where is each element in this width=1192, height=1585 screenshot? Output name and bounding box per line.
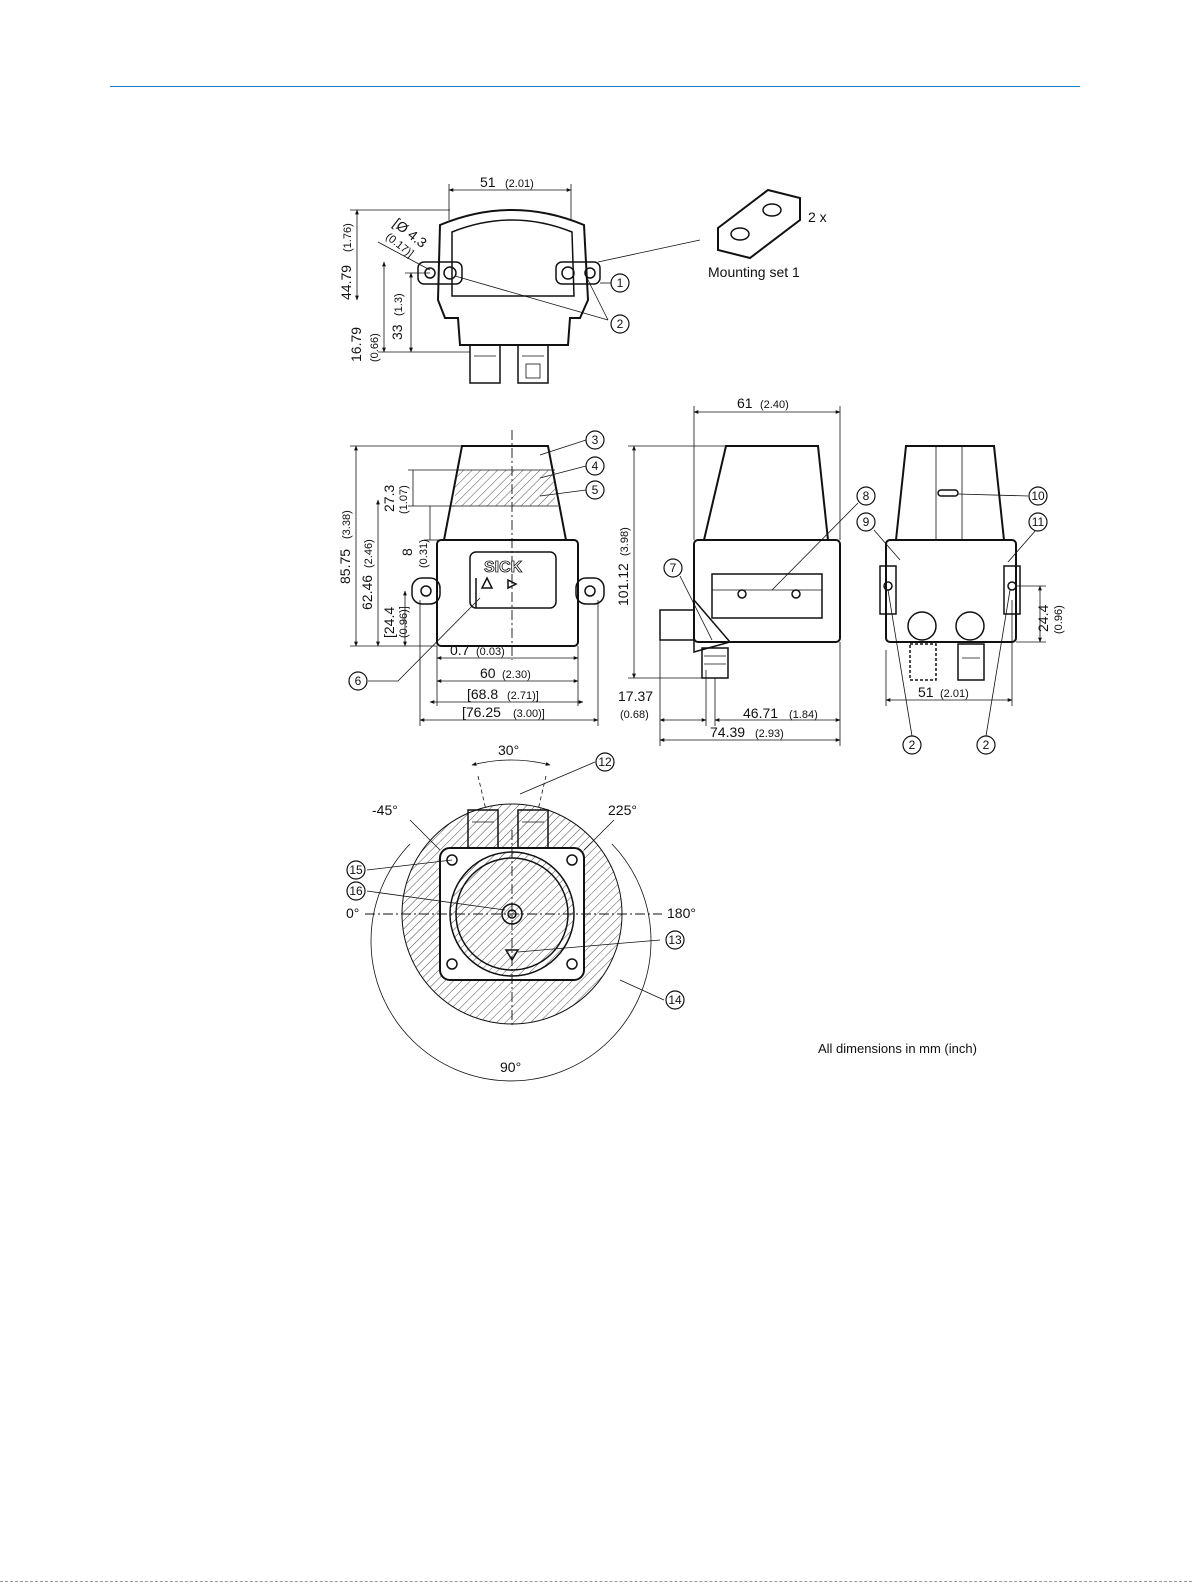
- svg-text:13: 13: [668, 933, 682, 947]
- callout-4: 4: [585, 456, 605, 476]
- callout-15: 15: [346, 860, 366, 880]
- callout-3: 3: [585, 430, 605, 450]
- svg-text:6: 6: [355, 674, 362, 688]
- callout-9: 9: [856, 512, 876, 532]
- angle-0: 0°: [346, 905, 359, 921]
- dim-front-7625: [76.25: [462, 704, 501, 720]
- svg-text:9: 9: [863, 515, 870, 529]
- svg-text:3: 3: [592, 433, 599, 447]
- angle-225: 225°: [608, 802, 637, 818]
- dim-side-1737: 17.37: [618, 688, 653, 704]
- angle-30: 30°: [498, 742, 519, 758]
- bottom-view: [365, 759, 665, 1082]
- dim-side-4671: 46.71: [743, 705, 778, 721]
- header-rule: [110, 86, 1080, 87]
- dim-top-mid: 33: [389, 324, 405, 340]
- dim-front-h2-in: (2.46): [363, 539, 375, 568]
- dim-side-7439: 74.39: [710, 724, 745, 740]
- dim-top-bottom-in: (0.66): [369, 333, 381, 362]
- callout-14: 14: [665, 990, 685, 1010]
- mounting-set-qty: 2 x: [808, 209, 827, 225]
- units-note: All dimensions in mm (inch): [818, 1041, 977, 1056]
- svg-text:5: 5: [592, 483, 599, 497]
- dim-rear-51-in: (2.01): [940, 688, 969, 700]
- dim-front-60: 60: [480, 665, 496, 681]
- dim-front-07-in: (0.03): [476, 646, 505, 658]
- side-view: [628, 406, 859, 746]
- dim-rear-51: 51: [918, 684, 934, 700]
- dim-front-h2: 62.46: [359, 575, 375, 610]
- dim-front-total-height: 85.75: [337, 549, 353, 584]
- dim-front-total-height-in: (3.38): [341, 510, 353, 539]
- angle-180: 180°: [667, 905, 696, 921]
- svg-text:15: 15: [349, 863, 363, 877]
- svg-text:2: 2: [983, 738, 990, 752]
- callout-10: 10: [1028, 486, 1048, 506]
- dim-front-688-in: (2.71)]: [507, 690, 539, 702]
- callout-13: 13: [665, 930, 685, 950]
- callout-7: 7: [663, 558, 683, 578]
- dim-side-61: 61: [737, 395, 753, 411]
- dim-front-8: 8: [399, 548, 415, 556]
- svg-text:1: 1: [617, 276, 624, 290]
- svg-text:7: 7: [670, 561, 677, 575]
- dim-side-7439-in: (2.93): [755, 728, 784, 740]
- dim-side-101: 101.12: [615, 563, 631, 606]
- callout-16: 16: [346, 881, 366, 901]
- callout-1: 1: [610, 273, 630, 293]
- dim-side-4671-in: (1.84): [789, 709, 818, 721]
- callout-5: 5: [585, 480, 605, 500]
- callout-6: 6: [348, 671, 368, 691]
- callout-12: 12: [595, 752, 615, 772]
- dim-front-h3: [24.4: [381, 607, 397, 638]
- dim-front-h3-in: (0.96)]: [398, 606, 410, 638]
- callout-2-rear-right: 2: [976, 735, 996, 755]
- dim-front-band: 27.3: [381, 485, 397, 512]
- svg-text:10: 10: [1031, 489, 1045, 503]
- svg-text:11: 11: [1032, 515, 1045, 529]
- dim-front-07: 0.7: [450, 642, 470, 658]
- svg-text:4: 4: [592, 459, 599, 473]
- dim-top-mid-in: (1.3): [393, 293, 405, 316]
- page-bottom-edge: [0, 1581, 1192, 1585]
- svg-text:16: 16: [349, 884, 363, 898]
- dim-side-1737-in: (0.68): [620, 709, 649, 721]
- callout-11: 11: [1028, 512, 1048, 532]
- dim-top-height: 44.79: [338, 265, 354, 300]
- dim-rear-244-in: (0.96): [1053, 605, 1065, 634]
- dim-top-bottom: 16.79: [348, 327, 364, 362]
- callout-8: 8: [856, 486, 876, 506]
- svg-text:14: 14: [668, 993, 682, 1007]
- dim-top-width-in: (2.01): [505, 178, 534, 190]
- front-view: SICK: [350, 430, 605, 726]
- dim-front-7625-in: (3.00)]: [513, 708, 545, 720]
- angle-minus-45: -45°: [372, 802, 398, 818]
- brand-logo: SICK: [484, 559, 523, 576]
- angle-90: 90°: [500, 1059, 521, 1075]
- svg-text:8: 8: [863, 489, 870, 503]
- dim-side-61-in: (2.40): [760, 399, 789, 411]
- top-view: [350, 184, 701, 384]
- svg-text:12: 12: [598, 755, 612, 769]
- dim-front-8-in: (0.31): [418, 539, 430, 568]
- dim-front-688: [68.8: [467, 686, 498, 702]
- dim-side-101-in: (3.98): [619, 527, 631, 556]
- callout-2-rear-left: 2: [902, 735, 922, 755]
- dim-top-height-in: (1.76): [342, 223, 354, 252]
- svg-text:2: 2: [909, 738, 916, 752]
- mounting-set-label: Mounting set 1: [708, 264, 800, 280]
- dim-top-width: 51: [480, 174, 496, 190]
- mounting-bracket-drawing: [717, 188, 801, 260]
- dim-rear-244: 24.4: [1035, 605, 1051, 632]
- dim-front-band-in: (1.07): [398, 485, 410, 514]
- svg-text:2: 2: [617, 317, 624, 331]
- callout-2-top: 2: [610, 314, 630, 334]
- rear-view: [873, 445, 1046, 737]
- dim-front-60-in: (2.30): [502, 669, 531, 681]
